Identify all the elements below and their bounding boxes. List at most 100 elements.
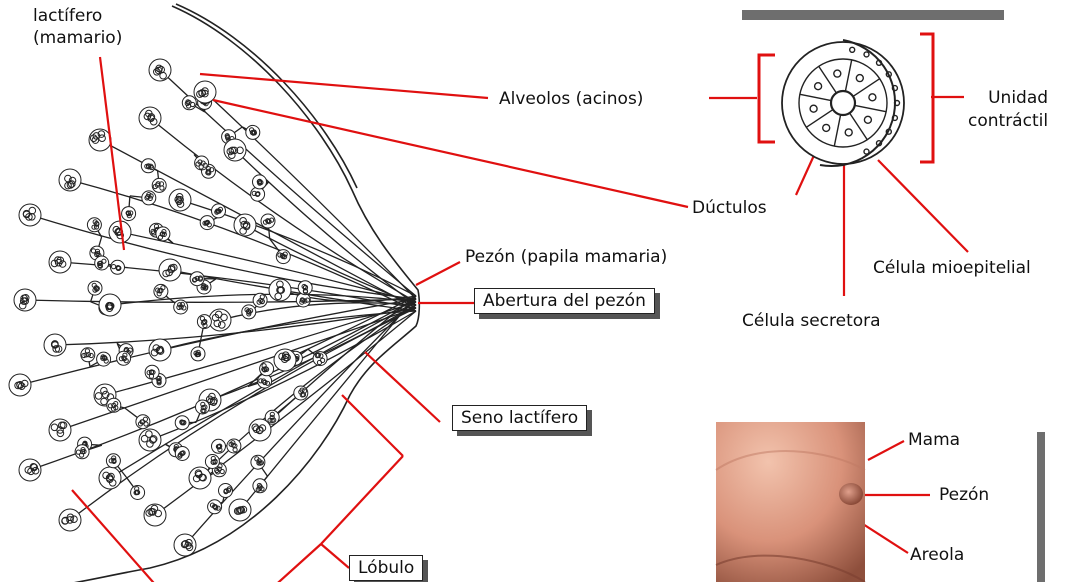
lobule-cluster <box>212 439 226 453</box>
breast-photo <box>716 422 865 582</box>
lobule-cluster <box>174 300 188 314</box>
lobule-cluster <box>9 374 31 396</box>
lobule-cluster <box>205 455 219 469</box>
lobule-cluster <box>253 293 267 307</box>
lobule-cluster <box>200 216 214 230</box>
lobule-cluster <box>131 486 145 500</box>
alveolus-section <box>782 40 904 166</box>
lobule-cluster <box>175 447 189 461</box>
label-areola: Areola <box>910 545 964 565</box>
lobule-cluster <box>152 178 166 192</box>
lobule-cluster <box>136 415 150 429</box>
label-alveolos: Alveolos (acinos) <box>499 89 643 109</box>
lobule-cluster <box>99 294 121 316</box>
lobule-cluster <box>87 218 101 232</box>
lobule-cluster <box>260 362 274 376</box>
lobule-cluster <box>209 309 231 331</box>
lobule-cluster <box>14 289 36 311</box>
label-ducto-lactifero-line1: lactífero <box>33 5 122 27</box>
lobule-cluster <box>89 129 111 151</box>
lobule-cluster <box>219 484 233 498</box>
lobule-cluster <box>234 214 256 236</box>
lobule-cluster <box>197 315 211 329</box>
photo-gray-bar <box>1037 432 1045 582</box>
label-unidad-contractil: Unidad contráctil <box>968 87 1048 133</box>
lobule-cluster <box>139 429 161 451</box>
lobule-cluster <box>182 96 196 110</box>
lobule-cluster <box>49 251 71 273</box>
label-unidad-line1: Unidad <box>968 87 1048 110</box>
lobule-cluster <box>196 400 210 414</box>
label-unidad-line2: contráctil <box>968 110 1048 133</box>
lobule-cluster <box>294 386 308 400</box>
lobule-cluster <box>251 455 265 469</box>
lobule-cluster <box>224 139 246 161</box>
lobule-cluster <box>253 479 267 493</box>
lobule-cluster <box>122 207 136 221</box>
lobule-cluster <box>117 351 131 365</box>
lobule-cluster <box>144 504 166 526</box>
lobule-cluster <box>229 499 251 521</box>
lobule-cluster <box>111 260 125 274</box>
lobule-cluster <box>49 419 71 441</box>
label-seno-lactifero: Seno lactífero <box>452 405 587 431</box>
lobule-cluster <box>261 214 275 228</box>
lobule-cluster <box>106 454 120 468</box>
label-ductulos: Dúctulos <box>692 198 767 218</box>
lobule-cluster <box>227 439 241 453</box>
label-mama: Mama <box>908 430 960 450</box>
lobule-cluster <box>208 500 222 514</box>
lobule-cluster <box>274 349 296 371</box>
lobule-cluster <box>19 459 41 481</box>
lobule-cluster <box>251 187 265 201</box>
lobule-cluster <box>189 467 211 489</box>
lobule-cluster <box>139 107 161 129</box>
lobule-cluster <box>59 509 81 531</box>
lobule-cluster <box>149 59 171 81</box>
lobule-cluster <box>174 534 196 556</box>
lobule-cluster <box>246 125 260 139</box>
lobule-cluster <box>253 175 267 189</box>
lobule-cluster <box>145 365 159 379</box>
lobule-cluster <box>99 467 121 489</box>
lobule-cluster <box>298 281 312 295</box>
lobule-cluster <box>249 419 271 441</box>
label-ducto-lactifero-line2: (mamario) <box>33 27 122 49</box>
lobule-cluster <box>44 334 66 356</box>
lobule-cluster <box>242 305 256 319</box>
lobule-cluster <box>95 256 109 270</box>
lobule-cluster <box>97 352 111 366</box>
lobule-cluster <box>190 272 204 286</box>
lobule-cluster <box>19 204 41 226</box>
lobule-cluster <box>107 398 121 412</box>
lobule-cluster <box>169 189 191 211</box>
lobule-cluster <box>154 284 168 298</box>
lobule-cluster <box>269 279 291 301</box>
lobule-cluster <box>75 445 89 459</box>
lobule-cluster <box>175 416 189 430</box>
lobule-cluster <box>141 159 155 173</box>
lobule-cluster <box>156 227 170 241</box>
lobule-cluster <box>296 293 310 307</box>
label-pezon: Pezón <box>939 485 989 505</box>
label-abertura-pezon: Abertura del pezón <box>474 288 655 314</box>
lobule-cluster <box>258 374 272 388</box>
lobule-cluster <box>194 81 216 103</box>
lobule-cluster <box>313 352 327 366</box>
lobule-cluster <box>149 339 171 361</box>
lobule-cluster <box>195 156 209 170</box>
label-pezon-papila: Pezón (papila mamaria) <box>465 247 667 267</box>
lobule-cluster <box>142 191 156 205</box>
lobule-cluster <box>88 281 102 295</box>
lobule-cluster <box>159 259 181 281</box>
lobule-cluster <box>59 169 81 191</box>
label-celula-secretora: Célula secretora <box>742 311 881 331</box>
label-celula-mioepitelial: Célula mioepitelial <box>873 258 1031 278</box>
breast-outline <box>20 4 419 582</box>
lobule-cluster <box>212 204 226 218</box>
lobule-cluster <box>276 250 290 264</box>
top-gray-bar <box>742 10 1004 20</box>
lobule-cluster <box>81 348 95 362</box>
label-ducto-lactifero: lactífero (mamario) <box>33 5 122 49</box>
